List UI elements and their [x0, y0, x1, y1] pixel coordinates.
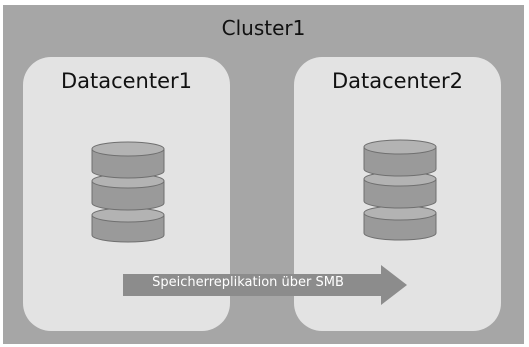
cluster-container: Cluster1 Datacenter1 Datacenter2 — [3, 5, 524, 344]
arrow-right-icon — [123, 265, 407, 305]
database-icon — [90, 141, 166, 245]
database-icon — [362, 139, 438, 243]
replication-label: Speicherreplikation über SMB — [152, 275, 344, 290]
datacenter-1-title: Datacenter1 — [60, 69, 193, 93]
datacenter-2-title: Datacenter2 — [331, 69, 464, 93]
replication-arrow: Speicherreplikation über SMB — [123, 265, 413, 305]
cluster-title: Cluster1 — [221, 16, 306, 40]
